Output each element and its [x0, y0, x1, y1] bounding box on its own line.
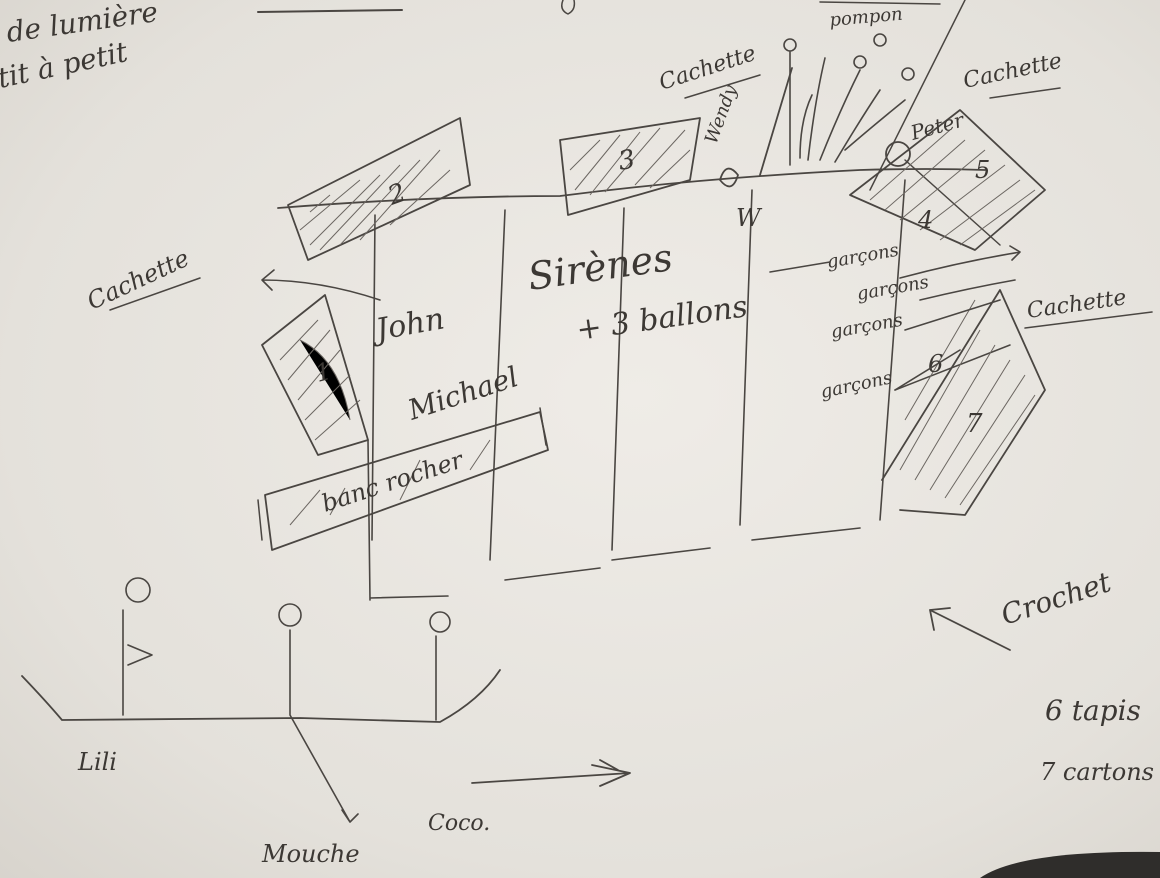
- block-label-3: 3: [616, 144, 638, 176]
- block-label-7: 7: [966, 409, 983, 439]
- block-2: 2: [287, 117, 471, 261]
- hiding-spot-right: Cachette: [1025, 285, 1128, 324]
- garcons-label-4: garçons: [819, 367, 894, 403]
- wendy-figure: Wendy W: [701, 67, 793, 232]
- note-cartons: 7 cartons: [1040, 758, 1154, 786]
- note-lumiere: de lumière: [4, 0, 160, 49]
- mouche-label: Mouche: [261, 840, 360, 868]
- crochet-label: Crochet: [997, 565, 1116, 632]
- block-1: 1: [261, 294, 369, 456]
- john-label: John: [367, 301, 447, 348]
- lili-label: Lili: [77, 748, 117, 776]
- michael-label: Michael: [403, 360, 522, 427]
- block-label-5: 5: [975, 156, 990, 184]
- peter-label: Peter: [907, 107, 968, 145]
- pompon-label: pompon: [829, 4, 904, 31]
- corner-shadow: [980, 851, 1160, 878]
- garcons-label-2: garçons: [855, 272, 930, 305]
- block-3: 3: [559, 117, 701, 216]
- garcons-group: garçons garçons garçons garçons: [769, 240, 1021, 403]
- garcons-label-1: garçons: [825, 240, 900, 273]
- sirenes-label: Sirènes: [525, 235, 675, 299]
- wendy-initial: W: [736, 204, 763, 232]
- hiding-spot-left: Cachette: [83, 244, 194, 316]
- block-label-6: 6: [928, 350, 943, 378]
- block-label-4: 4: [917, 206, 933, 234]
- block-6-7: 6 7: [881, 289, 1046, 516]
- note-tapis: 6 tapis: [1045, 694, 1141, 727]
- block-label-1: 1: [312, 357, 334, 388]
- lower-stage: [21, 577, 631, 823]
- block-4-5: 4 5: [849, 109, 1046, 251]
- coco-label: Coco.: [428, 811, 490, 836]
- hiding-spot-top-right: Cachette: [961, 49, 1064, 94]
- ballons-label: + 3 ballons: [574, 289, 750, 348]
- banc-rocher: banc rocher: [257, 407, 549, 551]
- hiding-spot-top-center: Cachette: [656, 41, 759, 96]
